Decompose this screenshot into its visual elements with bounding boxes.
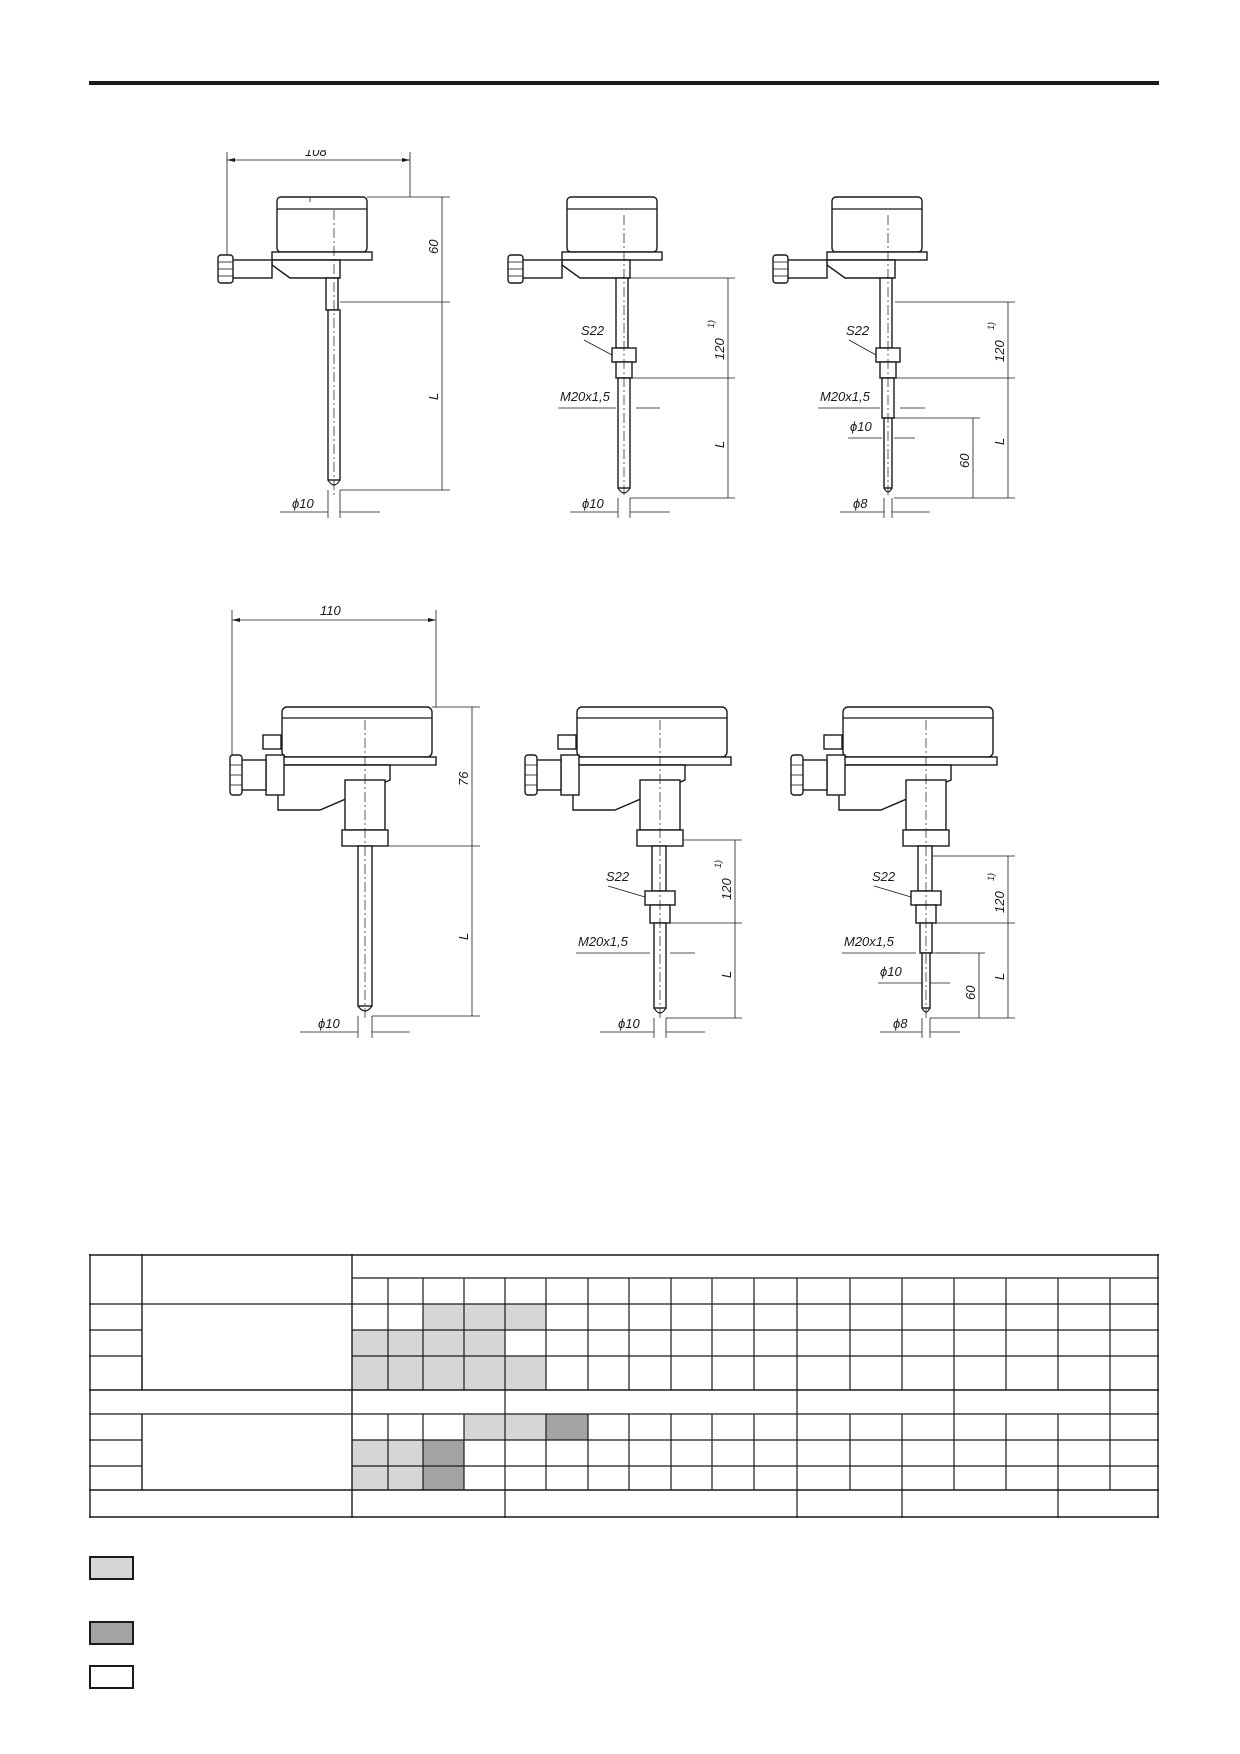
dim-neck: 120: [992, 340, 1007, 362]
dim-thread: M20x1,5: [560, 389, 611, 404]
dim-diameter: ϕ10: [318, 1016, 340, 1031]
dim-step-diameter: ϕ10: [850, 419, 872, 434]
drawing-r2-stepped: S22 120 1) M20x1,5 ϕ10 60 L ϕ8: [790, 706, 1015, 1038]
dim-thread: M20x1,5: [844, 934, 895, 949]
table-cell-shaded: [352, 1330, 388, 1356]
table-cell-shaded: [423, 1330, 464, 1356]
table-cell-shaded: [505, 1304, 546, 1330]
dim-diameter: ϕ10: [582, 496, 604, 511]
table-cell-shaded: [505, 1414, 546, 1440]
table-cell-shaded: [423, 1356, 464, 1390]
dim-wrench: S22: [606, 869, 630, 884]
table-cell-shaded: [423, 1440, 464, 1466]
dim-diameter: ϕ8: [853, 496, 868, 511]
drawing-r1-threaded: S22 120 1) M20x1,5 L ϕ10: [507, 196, 735, 518]
top-rule: [89, 81, 1159, 85]
table-cell-shaded: [352, 1466, 388, 1490]
spec-table: [89, 1254, 1159, 1518]
table-grid: [89, 1254, 1159, 1518]
legend-swatch-light: [89, 1556, 134, 1580]
dim-wrench: S22: [872, 869, 896, 884]
drawing-r2-plain: 110 76 L ϕ10: [229, 603, 480, 1038]
dim-width: 108: [305, 150, 327, 159]
table-cell-shaded: [464, 1304, 505, 1330]
dim-wrench: S22: [581, 323, 605, 338]
dim-diameter: ϕ8: [893, 1016, 908, 1031]
dim-length: L: [992, 973, 1007, 980]
dim-neck: 120: [992, 891, 1007, 913]
table-cell-shaded: [505, 1356, 546, 1390]
dim-length: L: [712, 441, 727, 448]
dim-head-height: 60: [426, 239, 441, 254]
technical-drawings: 108 60 L ϕ10 S22 120 1) M20: [180, 150, 1080, 1080]
table-cell-shaded: [388, 1440, 423, 1466]
dim-length: L: [456, 933, 471, 940]
dim-length: L: [426, 393, 441, 400]
table-cell-shaded: [388, 1330, 423, 1356]
legend-swatch-dark: [89, 1621, 134, 1645]
table-cell-shaded: [388, 1356, 423, 1390]
table-cell-shaded: [423, 1466, 464, 1490]
dim-tip-length: 60: [963, 985, 978, 1000]
dim-head-height: 76: [456, 771, 471, 786]
drawing-r1-stepped: S22 120 1) M20x1,5 ϕ10 60 L ϕ8: [772, 196, 1015, 518]
table-cell-shaded: [352, 1356, 388, 1390]
drawing-r1-plain: 108 60 L ϕ10: [217, 150, 450, 518]
dim-diameter: ϕ10: [292, 496, 314, 511]
dim-neck-note: 1): [713, 860, 723, 868]
drawing-r2-threaded: S22 120 1) M20x1,5 L ϕ10: [524, 706, 742, 1038]
table-cell-shaded: [388, 1466, 423, 1490]
dim-neck-note: 1): [986, 322, 996, 330]
dim-thread: M20x1,5: [820, 389, 871, 404]
table-cells: [352, 1304, 588, 1490]
table-cell-shaded: [464, 1330, 505, 1356]
table-cell-shaded: [464, 1414, 505, 1440]
table-cell-shaded: [352, 1440, 388, 1466]
dim-neck-note: 1): [986, 873, 996, 881]
table-cell-shaded: [423, 1304, 464, 1330]
dim-width: 110: [320, 603, 341, 618]
dim-length: L: [719, 971, 734, 978]
dim-tip-length: 60: [957, 453, 972, 468]
dim-length: L: [992, 438, 1007, 445]
dim-neck: 120: [719, 878, 734, 900]
dim-diameter: ϕ10: [618, 1016, 640, 1031]
dim-thread: M20x1,5: [578, 934, 629, 949]
table-cell-shaded: [546, 1414, 588, 1440]
dim-wrench: S22: [846, 323, 870, 338]
dim-step-diameter: ϕ10: [880, 964, 902, 979]
table-cell-shaded: [464, 1356, 505, 1390]
drawings-svg: 108 60 L ϕ10 S22 120 1) M20: [217, 150, 1015, 1038]
dim-neck: 120: [712, 338, 727, 360]
dim-neck-note: 1): [706, 320, 716, 328]
legend-swatch-empty: [89, 1665, 134, 1689]
